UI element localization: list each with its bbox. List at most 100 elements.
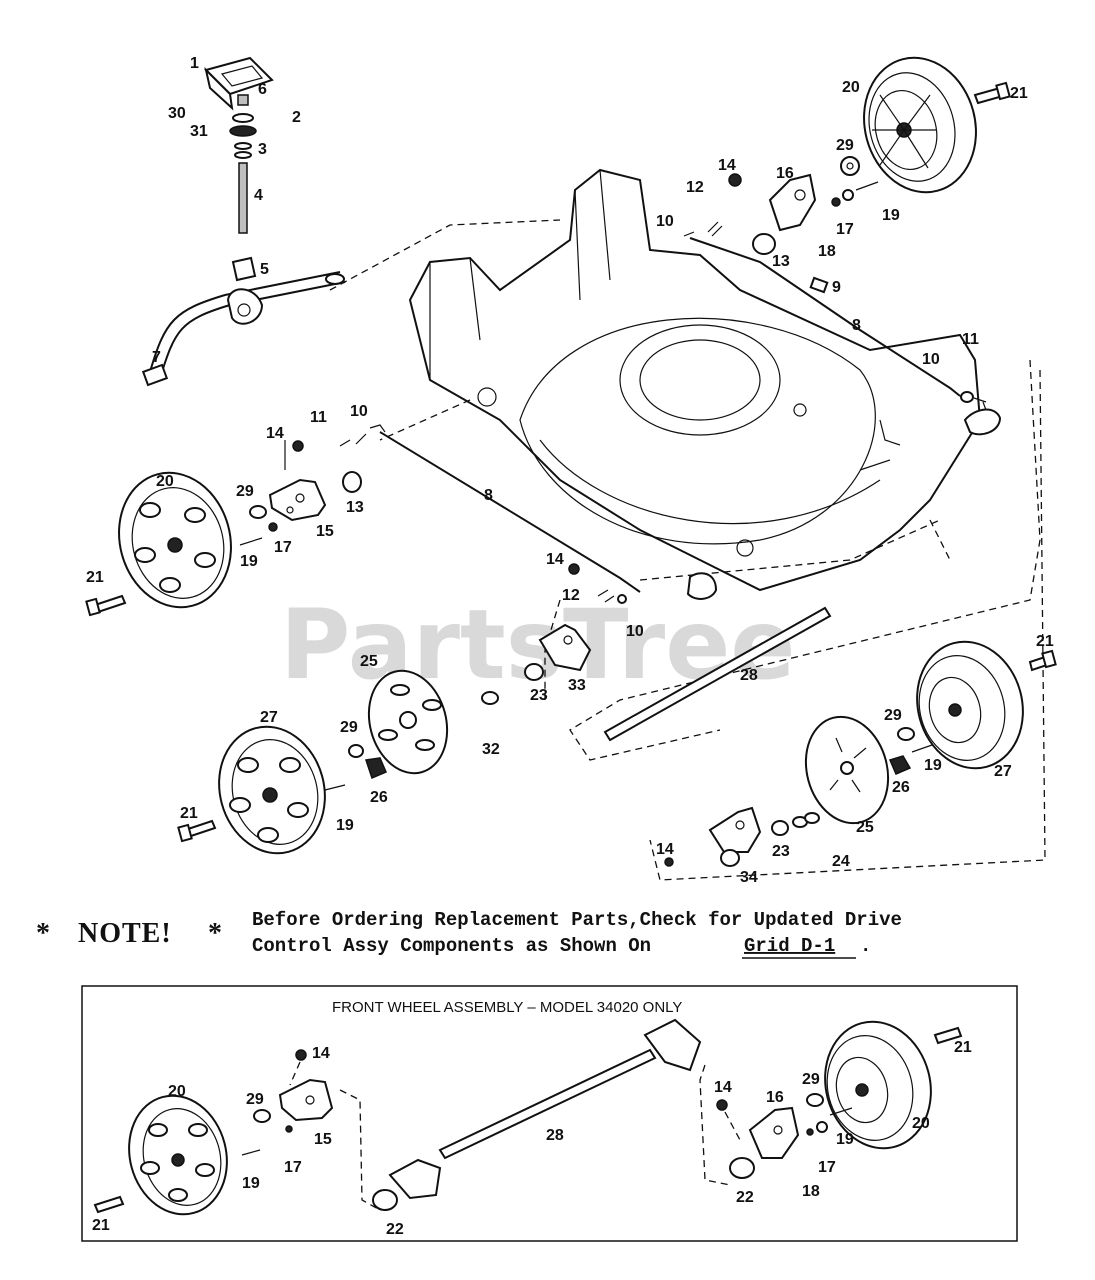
note-right-star: * bbox=[208, 918, 223, 949]
callout: 21 bbox=[1010, 85, 1028, 102]
wheel-cover-left bbox=[367, 669, 449, 775]
callout: 14 bbox=[656, 841, 674, 858]
callout: 21 bbox=[1036, 633, 1054, 650]
callout: 8 bbox=[484, 487, 493, 504]
callout: 19 bbox=[336, 817, 354, 834]
callout: 29 bbox=[236, 483, 254, 500]
wheel-left-front bbox=[218, 725, 326, 855]
callout: 29 bbox=[246, 1091, 264, 1108]
callout: 20 bbox=[912, 1115, 930, 1132]
callout: 15 bbox=[314, 1131, 332, 1148]
callout: 17 bbox=[274, 539, 292, 556]
callout: 20 bbox=[842, 79, 860, 96]
callout: 10 bbox=[626, 623, 644, 640]
callout: 21 bbox=[954, 1039, 972, 1056]
callout: 23 bbox=[772, 843, 790, 860]
callout: 11 bbox=[310, 409, 327, 426]
callout: 27 bbox=[260, 709, 278, 726]
callout: 10 bbox=[922, 351, 940, 368]
callout: 12 bbox=[686, 179, 704, 196]
callouts-main: 1 6 2 30 31 3 4 5 7 20 21 29 14 16 12 10… bbox=[86, 55, 1054, 886]
callout: 19 bbox=[924, 757, 942, 774]
wheel-upper-right bbox=[863, 56, 977, 194]
axle-28-main bbox=[603, 606, 832, 742]
callout: 18 bbox=[802, 1183, 820, 1200]
callout: 20 bbox=[168, 1083, 186, 1100]
left-front-small-parts bbox=[177, 744, 387, 843]
callout: 28 bbox=[740, 667, 758, 684]
note-left-star: * bbox=[36, 918, 51, 949]
note-line-2-suffix: . bbox=[860, 935, 871, 957]
callout: 10 bbox=[656, 213, 674, 230]
callout: 22 bbox=[736, 1189, 754, 1206]
callout: 14 bbox=[546, 551, 564, 568]
callout: 16 bbox=[776, 165, 794, 182]
note-block: * NOTE! * Before Ordering Replacement Pa… bbox=[36, 909, 902, 959]
callout: 19 bbox=[836, 1131, 854, 1148]
callout: 31 bbox=[190, 123, 208, 140]
callout: 10 bbox=[350, 403, 368, 420]
callout: 9 bbox=[832, 279, 841, 296]
drive-rods bbox=[369, 231, 961, 593]
callout: 3 bbox=[258, 141, 267, 158]
leader-lines bbox=[329, 219, 1046, 881]
adjust-rod-stack bbox=[229, 94, 257, 282]
callout: 1 bbox=[190, 55, 199, 72]
callout: 29 bbox=[836, 137, 854, 154]
height-adjust-knob bbox=[204, 56, 274, 111]
callout: 13 bbox=[772, 253, 790, 270]
inset-frame bbox=[81, 985, 1018, 1242]
callout: 29 bbox=[340, 719, 358, 736]
callout: 22 bbox=[386, 1221, 404, 1238]
upper-right-small-parts bbox=[707, 156, 1002, 436]
callout: 25 bbox=[856, 819, 874, 836]
note-grid-link[interactable]: Grid D-1 bbox=[744, 935, 835, 957]
callout: 5 bbox=[260, 261, 269, 278]
callout: 15 bbox=[316, 523, 334, 540]
callout: 21 bbox=[180, 805, 198, 822]
callout: 11 bbox=[962, 331, 979, 348]
callout: 14 bbox=[266, 425, 284, 442]
note-line-2-prefix: Control Assy Components as Shown On bbox=[252, 935, 651, 957]
note-line-1: Before Ordering Replacement Parts,Check … bbox=[252, 909, 902, 931]
center-small-parts bbox=[481, 563, 718, 705]
callout: 19 bbox=[882, 207, 900, 224]
wheel-right-front bbox=[916, 640, 1024, 770]
callout: 12 bbox=[562, 587, 580, 604]
callout: 14 bbox=[714, 1079, 732, 1096]
callout: 32 bbox=[482, 741, 500, 758]
callout: 29 bbox=[802, 1071, 820, 1088]
callout: 4 bbox=[254, 187, 263, 204]
callout: 20 bbox=[156, 473, 174, 490]
callout: 28 bbox=[546, 1127, 564, 1144]
note-heading: NOTE! bbox=[78, 918, 172, 949]
callout: 19 bbox=[242, 1175, 260, 1192]
mower-deck bbox=[408, 168, 982, 592]
callout: 16 bbox=[766, 1089, 784, 1106]
callout: 26 bbox=[370, 789, 388, 806]
callout: 25 bbox=[360, 653, 378, 670]
callout: 17 bbox=[818, 1159, 836, 1176]
callout: 26 bbox=[892, 779, 910, 796]
callout: 30 bbox=[168, 105, 186, 122]
wheel-left bbox=[118, 471, 232, 609]
callout: 18 bbox=[818, 243, 836, 260]
callout: 14 bbox=[312, 1045, 330, 1062]
watermark-text: PartsTree bbox=[280, 589, 795, 701]
callout: 23 bbox=[530, 687, 548, 704]
height-adjust-lever bbox=[141, 271, 346, 387]
callout: 2 bbox=[292, 109, 301, 126]
callout: 17 bbox=[836, 221, 854, 238]
callout: 21 bbox=[92, 1217, 110, 1234]
wheel-cover-right bbox=[804, 715, 890, 825]
inset-title: FRONT WHEEL ASSEMBLY – MODEL 34020 ONLY bbox=[332, 999, 682, 1016]
callout: 14 bbox=[718, 157, 736, 174]
inset-front-wheel-assembly: FRONT WHEEL ASSEMBLY – MODEL 34020 ONLY bbox=[81, 985, 1018, 1242]
callout: 17 bbox=[284, 1159, 302, 1176]
callout: 33 bbox=[568, 677, 586, 694]
callout: 24 bbox=[832, 853, 850, 870]
callout: 34 bbox=[740, 869, 758, 886]
callout: 27 bbox=[994, 763, 1012, 780]
